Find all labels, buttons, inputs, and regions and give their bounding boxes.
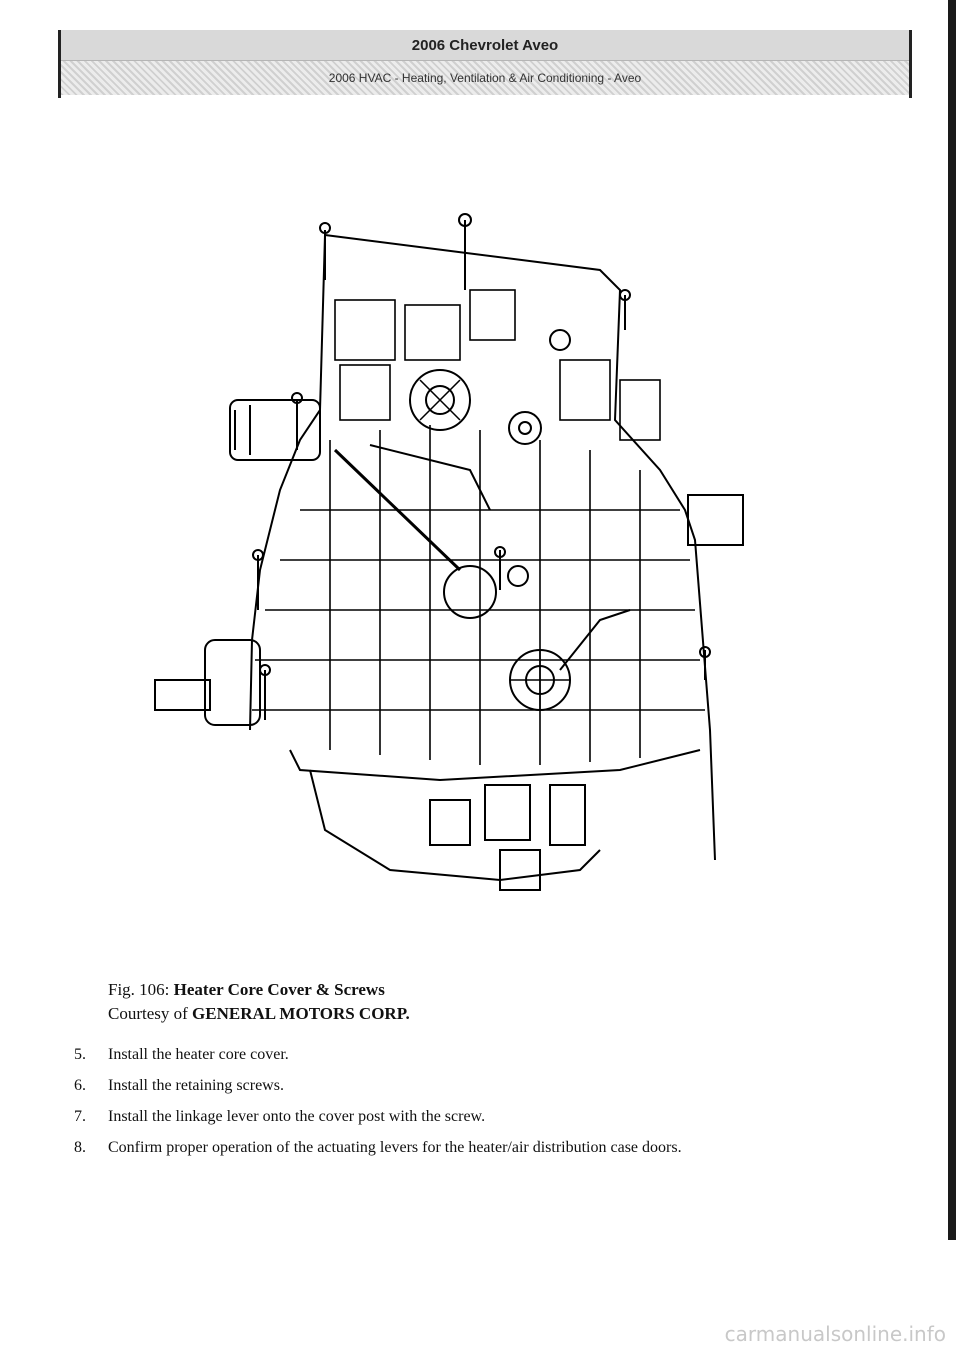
step-text: Install the linkage lever onto the cover… [108,1108,486,1125]
step-text: Confirm proper operation of the actuatin… [108,1139,682,1156]
step-item: 6. Install the retaining screws. [74,1074,874,1097]
step-number: 7. [74,1108,86,1125]
step-number: 6. [74,1077,86,1094]
heater-core-diagram [154,213,744,891]
figure-title-line: Fig. 106: Heater Core Cover & Screws [108,978,828,1002]
vehicle-title: 2006 Chevrolet Aveo [61,30,909,61]
courtesy-source: GENERAL MOTORS CORP. [192,1004,410,1023]
figure-caption: Fig. 106: Heater Core Cover & Screws Cou… [108,978,828,1026]
step-item: 5. Install the heater core cover. [74,1043,874,1066]
step-text: Install the retaining screws. [108,1077,284,1094]
page-edge-rule [948,0,956,1240]
step-text: Install the heater core cover. [108,1046,289,1063]
section-subtitle: 2006 HVAC - Heating, Ventilation & Air C… [61,61,909,95]
figure-title: Heater Core Cover & Screws [173,980,385,999]
step-item: 8. Confirm proper operation of the actua… [74,1136,874,1159]
figure-label: Fig. 106: [108,980,170,999]
step-item: 7. Install the linkage lever onto the co… [74,1105,874,1128]
procedure-steps: 5. Install the heater core cover. 6. Ins… [74,1043,874,1167]
step-number: 8. [74,1139,86,1156]
figure-courtesy-line: Courtesy of GENERAL MOTORS CORP. [108,1002,828,1026]
step-number: 5. [74,1046,86,1063]
page-header: 2006 Chevrolet Aveo 2006 HVAC - Heating,… [58,30,912,98]
watermark-link[interactable]: carmanualsonline.info [724,1322,946,1346]
courtesy-prefix: Courtesy of [108,1004,188,1023]
